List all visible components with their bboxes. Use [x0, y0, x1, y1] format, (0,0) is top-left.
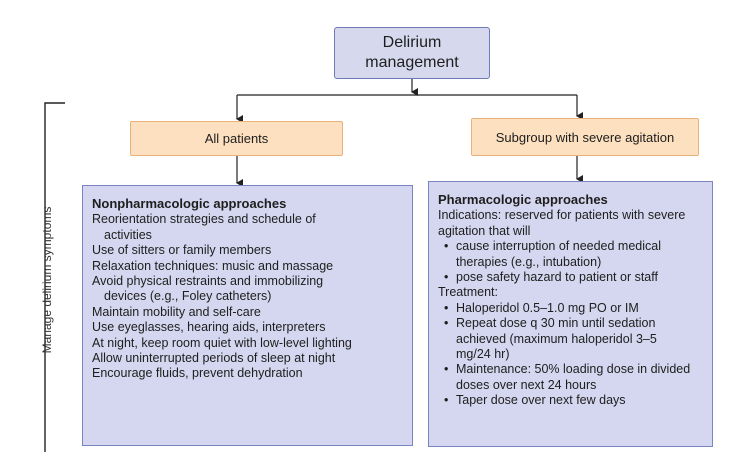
manage-symptoms-label: Manage delirium symptoms	[40, 206, 54, 354]
side-bracket	[44, 102, 65, 452]
manage-symptoms-label-wrap: Manage delirium symptoms	[2, 190, 92, 370]
severe-agitation-node: Subgroup with severe agitation	[471, 118, 699, 156]
severe-agitation-label: Subgroup with severe agitation	[495, 129, 675, 145]
nonpharm-line: Encourage fluids, prevent dehydration	[92, 366, 303, 381]
bullet-text: Repeat dose q 30 min until sedation	[456, 316, 656, 331]
pharmacologic-heading: Pharmacologic approaches	[438, 192, 608, 207]
pharmacologic-box: Pharmacologic approaches Indications: re…	[428, 181, 713, 447]
all-patients-label: All patients	[204, 131, 269, 146]
bullet-text: mg/24 hr)	[456, 347, 510, 362]
nonpharm-line: Avoid physical restraints and immobilizi…	[92, 274, 324, 289]
list-item: pose safety hazard to patient or staff	[438, 270, 704, 286]
nonpharm-line: devices (e.g., Foley catheters)	[104, 289, 272, 304]
bullet-text: doses over next 24 hours	[456, 377, 597, 392]
nonpharmacologic-box: Nonpharmacologic approaches Reorientatio…	[82, 185, 413, 446]
top-node-line1: Delirium	[382, 34, 442, 51]
bullet-text: Maintenance: 50% loading dose in divided	[456, 362, 691, 377]
list-item: Maintenance: 50% loading dose in divided…	[438, 362, 704, 393]
bullet-text: achieved (maximum haloperidol 3–5	[456, 331, 657, 346]
all-patients-node: All patients	[130, 121, 343, 156]
list-item: Taper dose over next few days	[438, 393, 704, 409]
nonpharm-line: Maintain mobility and self-care	[92, 304, 261, 319]
bullet-text: Taper dose over next few days	[456, 393, 626, 408]
indications-line: agitation that will	[438, 223, 531, 238]
bullet-text: cause interruption of needed medical	[456, 239, 661, 254]
indication-list: cause interruption of needed medical the…	[438, 239, 704, 286]
list-item: Repeat dose q 30 min until sedation achi…	[438, 316, 704, 362]
nonpharm-line: Reorientation strategies and schedule of	[92, 212, 316, 227]
nonpharm-line: activities	[104, 227, 152, 242]
bullet-text: therapies (e.g., intubation)	[456, 254, 602, 269]
nonpharm-line: Relaxation techniques: music and massage	[92, 258, 334, 273]
list-item: Haloperidol 0.5–1.0 mg PO or IM	[438, 300, 704, 317]
nonpharmacologic-heading: Nonpharmacologic approaches	[92, 196, 287, 211]
nonpharm-line: Use of sitters or family members	[92, 243, 272, 258]
nonpharm-line: Use eyeglasses, hearing aids, interprete…	[92, 320, 326, 335]
top-node-line2: management	[365, 54, 459, 71]
indications-line: Indications: reserved for patients with …	[438, 208, 686, 223]
treatment-list: Haloperidol 0.5–1.0 mg PO or IM Repeat d…	[438, 301, 704, 409]
bullet-text: pose safety hazard to patient or staff	[456, 270, 658, 285]
bullet-text: Haloperidol 0.5–1.0 mg PO or IM	[456, 300, 639, 315]
delirium-management-node: Delirium management	[334, 27, 490, 79]
list-item: cause interruption of needed medical the…	[438, 239, 704, 270]
nonpharm-line: Allow uninterrupted periods of sleep at …	[92, 351, 336, 366]
treatment-label: Treatment:	[438, 285, 498, 300]
nonpharm-line: At night, keep room quiet with low-level…	[92, 335, 352, 350]
